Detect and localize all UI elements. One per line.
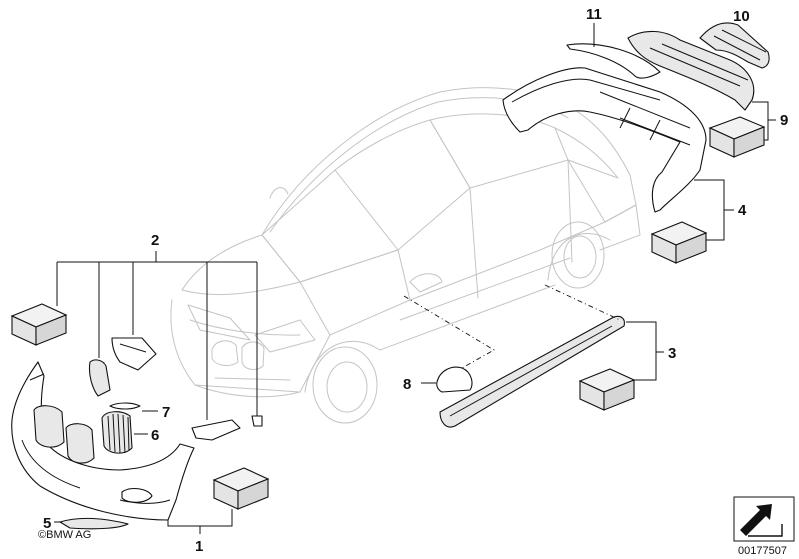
rear-diffuser-insert[interactable]: [699, 22, 770, 69]
callout-5: 5: [43, 515, 51, 532]
rear-diffuser[interactable]: [627, 30, 755, 111]
callout-11: 11: [586, 6, 602, 23]
callout-4: 4: [738, 202, 747, 219]
callout-10: 10: [733, 8, 750, 25]
leader-9: [752, 101, 769, 141]
fog-lamp-trim[interactable]: [191, 419, 241, 441]
leader-3: [626, 321, 657, 381]
front-lip-trim[interactable]: [59, 517, 129, 530]
callout-3: 3: [668, 345, 676, 362]
front-bumper[interactable]: [11, 361, 195, 521]
image-number: 00177507: [738, 545, 787, 557]
parts-box-4[interactable]: [650, 221, 708, 264]
parts-box-9[interactable]: [708, 116, 766, 158]
air-duct-bracket[interactable]: [111, 337, 157, 371]
grille-trim-strip[interactable]: [109, 402, 141, 410]
leader-1: [167, 509, 233, 527]
small-clip[interactable]: [251, 415, 263, 427]
callout-8: 8: [403, 376, 411, 393]
leader-2: [56, 251, 258, 420]
parts-box-2[interactable]: [10, 303, 68, 346]
side-skirt[interactable]: [439, 315, 625, 428]
parts-box-1[interactable]: [212, 467, 270, 510]
callout-9: 9: [780, 112, 788, 129]
car-outline: [170, 87, 641, 424]
grille-cover-left[interactable]: [88, 359, 111, 397]
kidney-grille[interactable]: [101, 411, 133, 454]
rear-bumper[interactable]: [502, 67, 707, 213]
callout-1: 1: [195, 538, 203, 555]
callout-7: 7: [162, 404, 170, 421]
mirror-cap[interactable]: [436, 366, 473, 393]
callout-2: 2: [151, 232, 159, 249]
copyright-text: ©BMW AG: [38, 529, 91, 541]
parts-box-3[interactable]: [578, 368, 636, 411]
callout-6: 6: [151, 427, 159, 444]
rear-spoiler[interactable]: [566, 43, 661, 79]
bmw-arrow-stamp-icon: [733, 496, 795, 542]
